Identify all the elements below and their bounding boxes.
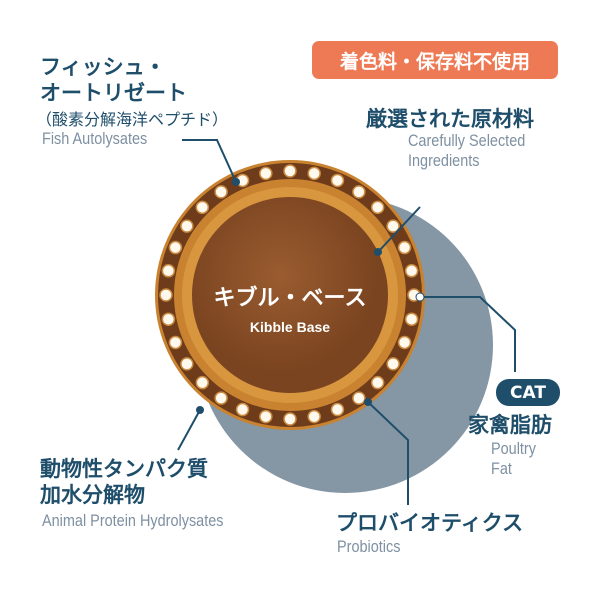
bead	[397, 240, 412, 255]
selected-title: 厳選された原材料	[366, 107, 534, 131]
animal-leader	[177, 409, 201, 451]
bead	[386, 357, 400, 371]
selected-leader	[377, 206, 421, 253]
selected-en-2: Ingredients	[408, 151, 480, 170]
bead	[168, 335, 183, 350]
bead	[259, 166, 273, 181]
fish-title-1: フィッシュ・	[40, 55, 166, 79]
fish-subtitle: （酸素分解海洋ペプチド）	[36, 110, 229, 129]
bead	[330, 402, 345, 417]
cat-badge: CAT	[496, 379, 560, 406]
bead	[214, 185, 228, 199]
poultry-title: 家禽脂肪	[468, 413, 552, 437]
bead	[161, 312, 176, 326]
bead	[397, 335, 412, 350]
bead	[307, 409, 321, 424]
animal-en: Animal Protein Hydrolysates	[42, 511, 224, 530]
bead	[352, 185, 366, 199]
animal-dot	[196, 406, 204, 414]
center-label-jp: キブル・ベース	[214, 285, 367, 311]
bead	[404, 312, 419, 326]
probiotics-title: プロバイオティクス	[336, 511, 524, 535]
fish-en: Fish Autolysates	[42, 129, 148, 148]
probiotics-en: Probiotics	[337, 537, 401, 556]
fish-dot	[232, 178, 240, 186]
selected-dot	[374, 248, 382, 256]
bead	[259, 409, 273, 424]
bead	[352, 391, 366, 405]
bead	[168, 240, 183, 255]
bead	[370, 200, 385, 215]
bead	[159, 288, 173, 302]
fish-leader	[182, 139, 237, 183]
bead	[214, 391, 228, 405]
bead	[370, 375, 385, 390]
poultry-en-2: Fat	[491, 459, 512, 478]
poultry-dot	[415, 292, 425, 302]
bead	[283, 412, 297, 426]
bead	[283, 164, 297, 178]
bead	[161, 264, 176, 278]
poultry-en-1: Poultry	[491, 439, 536, 458]
poultry-leader	[420, 296, 516, 372]
bead	[386, 219, 400, 233]
animal-title-2: 加水分解物	[40, 483, 145, 507]
bead	[180, 219, 194, 233]
probiotics-dot	[364, 398, 372, 406]
center-label-en: Kibble Base	[250, 319, 330, 335]
bead	[404, 264, 419, 278]
kibble-core	[192, 197, 388, 393]
selected-en-1: Carefully Selected	[408, 131, 526, 150]
probiotics-leader	[367, 401, 409, 505]
bead	[195, 375, 210, 390]
bead	[180, 357, 194, 371]
bead	[307, 166, 321, 181]
no-additives-badge: 着色料・保存料不使用	[312, 41, 558, 79]
bead	[235, 402, 250, 417]
bead	[330, 173, 345, 188]
animal-title-1: 動物性タンパク質	[40, 457, 208, 481]
fish-title-2: オートリゼート	[40, 81, 187, 105]
bead	[195, 200, 210, 215]
